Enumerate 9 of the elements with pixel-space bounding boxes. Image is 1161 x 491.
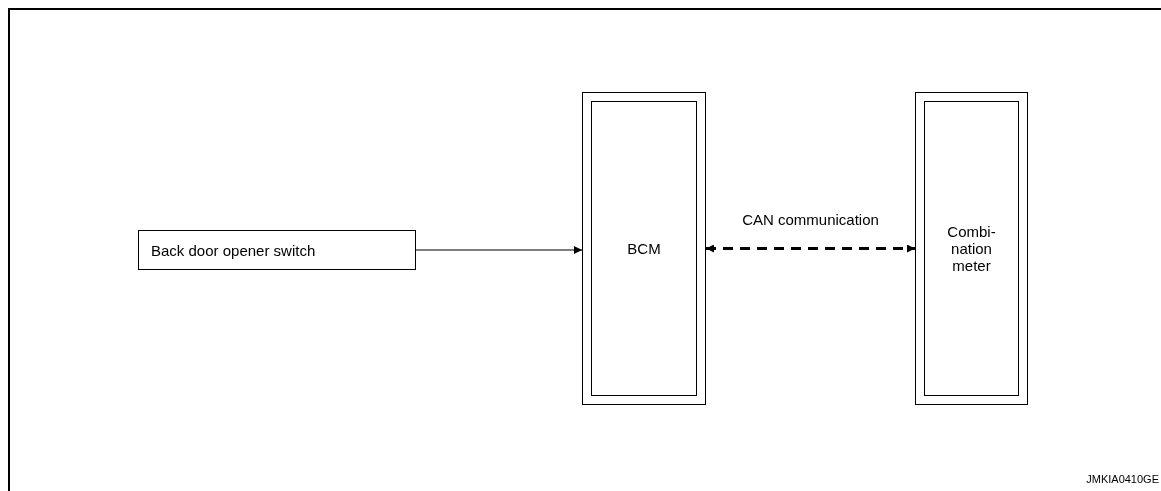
- node-label: Combi- nation meter: [946, 223, 997, 274]
- module-box: [915, 92, 1028, 405]
- reference-code: JMKIA0410GE: [1086, 473, 1159, 485]
- dashed-arrow: [706, 244, 915, 253]
- arrow: [415, 246, 583, 254]
- node-label: BCM: [627, 240, 661, 257]
- node-label: Back door opener switch: [151, 241, 316, 259]
- component-box: [138, 230, 416, 270]
- module-box: [582, 92, 706, 405]
